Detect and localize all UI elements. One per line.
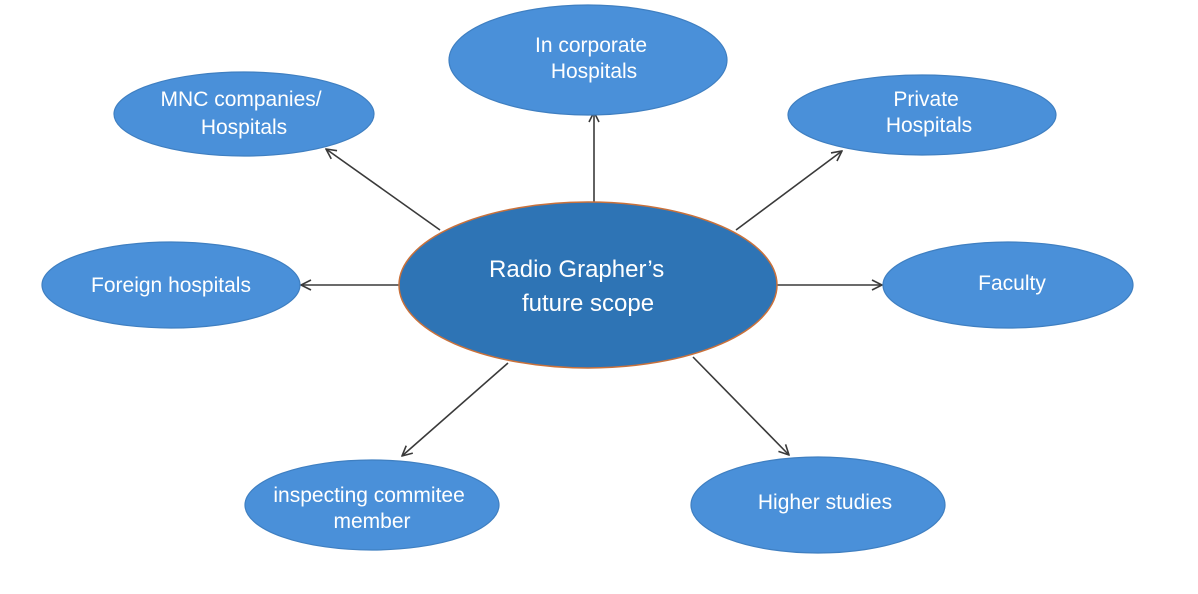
arrow-to-inspecting-committee xyxy=(402,362,509,456)
node-foreign-hospitals-shape xyxy=(41,241,301,329)
connectors xyxy=(301,112,882,456)
node-mnc-companies: MNC companies/ Hospitals xyxy=(113,71,375,157)
node-mnc-companies-line-1: MNC companies/ xyxy=(161,88,322,111)
node-higher-studies-shape xyxy=(690,456,946,554)
svg-text:In corporate Hospitals: In corporate Hospitals xyxy=(535,34,653,83)
node-inspecting-committee-shape xyxy=(244,459,500,551)
arrow-to-higher-studies xyxy=(692,356,789,455)
svg-text:MNC companies/ Hospitals: MNC companies/ Hospitals xyxy=(161,88,328,139)
node-private-hospitals-shape xyxy=(787,74,1057,156)
svg-text:Faculty: Faculty xyxy=(978,272,1046,295)
node-inspecting-committee-line-1: inspecting commitee xyxy=(273,484,464,507)
svg-text:Private Hospitals: Private Hospitals xyxy=(886,88,972,137)
center-node-line-2: future scope xyxy=(522,290,654,317)
node-private-hospitals-line-1: Private xyxy=(893,88,958,111)
svg-text:Foreign hospitals: Foreign hospitals xyxy=(91,274,251,297)
node-mnc-companies-shape xyxy=(113,71,375,157)
node-higher-studies: Higher studies xyxy=(690,456,946,554)
node-corporate-hospitals: In corporate Hospitals xyxy=(448,4,728,116)
node-private-hospitals-line-2: Hospitals xyxy=(886,114,972,137)
center-node: Radio Grapher’s future scope xyxy=(398,201,778,369)
node-mnc-companies-line-2: Hospitals xyxy=(201,116,287,139)
node-faculty-shape xyxy=(882,241,1134,329)
node-inspecting-committee: inspecting commitee member xyxy=(244,459,500,551)
node-private-hospitals: Private Hospitals xyxy=(787,74,1057,156)
node-higher-studies-line-1: Higher studies xyxy=(758,491,892,514)
node-faculty: Faculty xyxy=(882,241,1134,329)
svg-text:Higher studies: Higher studies xyxy=(758,491,892,514)
node-corporate-hospitals-line-2: Hospitals xyxy=(551,60,637,83)
arrow-to-mnc-companies xyxy=(326,149,441,231)
node-foreign-hospitals: Foreign hospitals xyxy=(41,241,301,329)
node-faculty-line-1: Faculty xyxy=(978,272,1046,295)
svg-text:Radio Grapher’s future s: Radio Grapher’s future scope xyxy=(489,256,671,317)
center-node-shape xyxy=(398,201,778,369)
node-corporate-hospitals-shape xyxy=(448,4,728,116)
node-corporate-hospitals-line-1: In corporate xyxy=(535,34,647,57)
arrow-to-private-hospitals xyxy=(735,151,842,231)
node-foreign-hospitals-line-1: Foreign hospitals xyxy=(91,274,251,297)
node-inspecting-committee-line-2: member xyxy=(333,510,410,533)
center-node-line-1: Radio Grapher’s xyxy=(489,256,664,283)
svg-text:inspecting commitee memb: inspecting commitee member xyxy=(273,484,470,533)
